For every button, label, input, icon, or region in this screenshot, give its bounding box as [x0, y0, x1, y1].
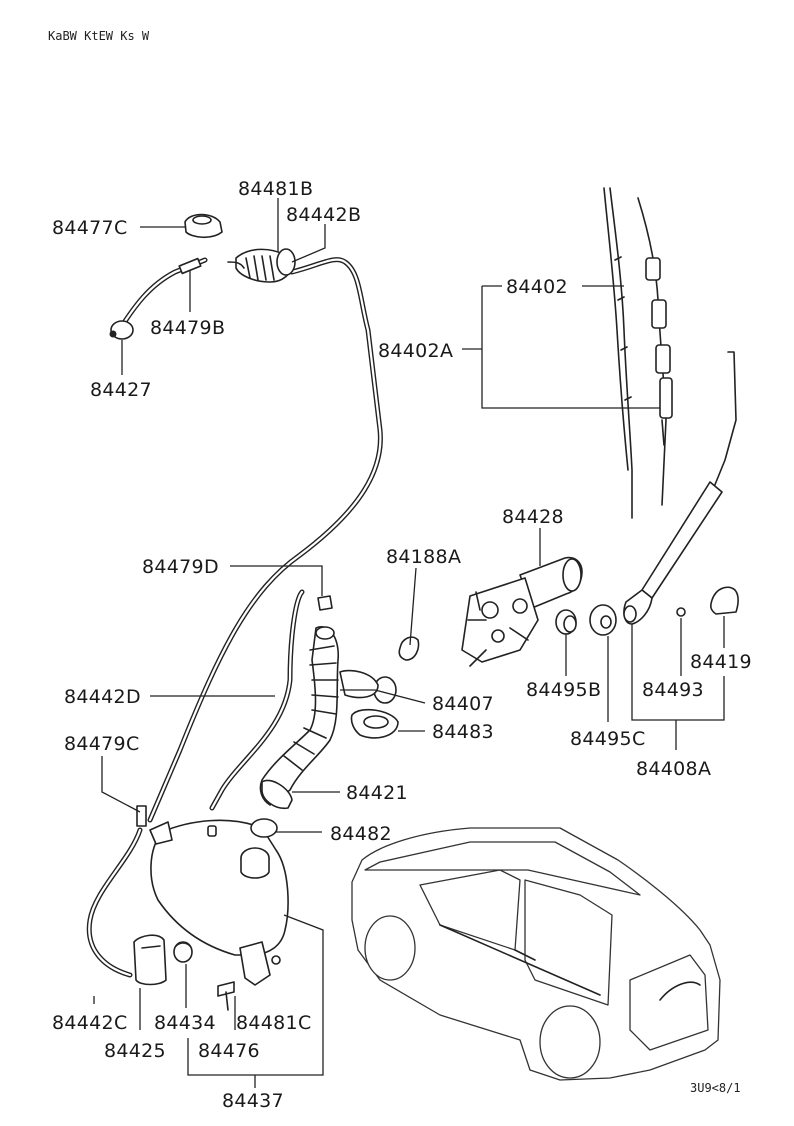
hose-joint-84479B: [178, 257, 202, 275]
wiper-blade-84402: [603, 187, 633, 519]
label-84481C: 84481C: [236, 1012, 312, 1034]
label-84421: 84421: [346, 782, 408, 804]
label-84495C: 84495C: [570, 728, 646, 750]
wiper-motor-84428: [461, 556, 583, 667]
filler-neck-84421: [259, 626, 340, 810]
vehicle-silhouette: [351, 827, 721, 1081]
label-84402A: 84402A: [378, 340, 453, 362]
bushing-84495B: [555, 609, 577, 635]
hose-clamp-84407: [339, 669, 397, 704]
label-84479C: 84479C: [64, 733, 140, 755]
washer-84495C: [589, 604, 617, 636]
label-84476: 84476: [198, 1040, 260, 1062]
cap-84419: [710, 586, 739, 615]
label-84442C: 84442C: [52, 1012, 128, 1034]
wiper-blade-84402A: [637, 197, 673, 506]
label-84479D: 84479D: [142, 556, 219, 578]
label-84488A: 84188A: [386, 546, 461, 568]
label-84442D: 84442D: [64, 686, 141, 708]
grommet-84481B: [227, 248, 296, 283]
washer-nozzle-84477C: [184, 213, 223, 239]
label-84493: 84493: [642, 679, 704, 701]
washer-hose-rear-tank: [209, 589, 305, 811]
nut-84493: [676, 607, 686, 617]
label-84482: 84482: [330, 823, 392, 845]
label-84408A: 84408A: [636, 758, 711, 780]
label-84427: 84427: [90, 379, 152, 401]
footer-code: 3U9<8/1: [690, 1081, 741, 1095]
label-84434: 84434: [154, 1012, 216, 1034]
label-84479B: 84479B: [150, 317, 225, 339]
grommet-84488A: [398, 636, 420, 661]
label-84402: 84402: [506, 276, 568, 298]
header-code: KaBW KtEW Ks W: [48, 29, 150, 43]
check-valve-84427: [109, 320, 134, 340]
label-84428: 84428: [502, 506, 564, 528]
washer-tank-84437: [149, 819, 289, 986]
hose-joint-84479C: [136, 805, 147, 827]
label-84419: 84419: [690, 651, 752, 673]
washer-hose-pump: [86, 827, 143, 978]
part-labels: 84481B 84442B 84477C 84479B 84427 84402 …: [52, 178, 752, 1112]
label-84437: 84437: [222, 1090, 284, 1112]
washer-hose-main: [147, 257, 383, 823]
grommet-84434: [173, 941, 193, 963]
label-84425: 84425: [104, 1040, 166, 1062]
label-84481B: 84481B: [238, 178, 313, 200]
washer-cap-84482: [250, 818, 278, 838]
label-84483: 84483: [432, 721, 494, 743]
screw-84476: [217, 981, 235, 1011]
label-84495B: 84495B: [526, 679, 601, 701]
leader-lines: [93, 198, 725, 1088]
washer-pump-84425: [133, 934, 167, 986]
hose-joint-84479D: [317, 595, 333, 611]
hose-clamp-84483: [350, 708, 399, 739]
label-84407: 84407: [432, 693, 494, 715]
label-84477C: 84477C: [52, 217, 128, 239]
wiper-arm-84408A: [623, 351, 737, 625]
label-84442B: 84442B: [286, 204, 361, 226]
